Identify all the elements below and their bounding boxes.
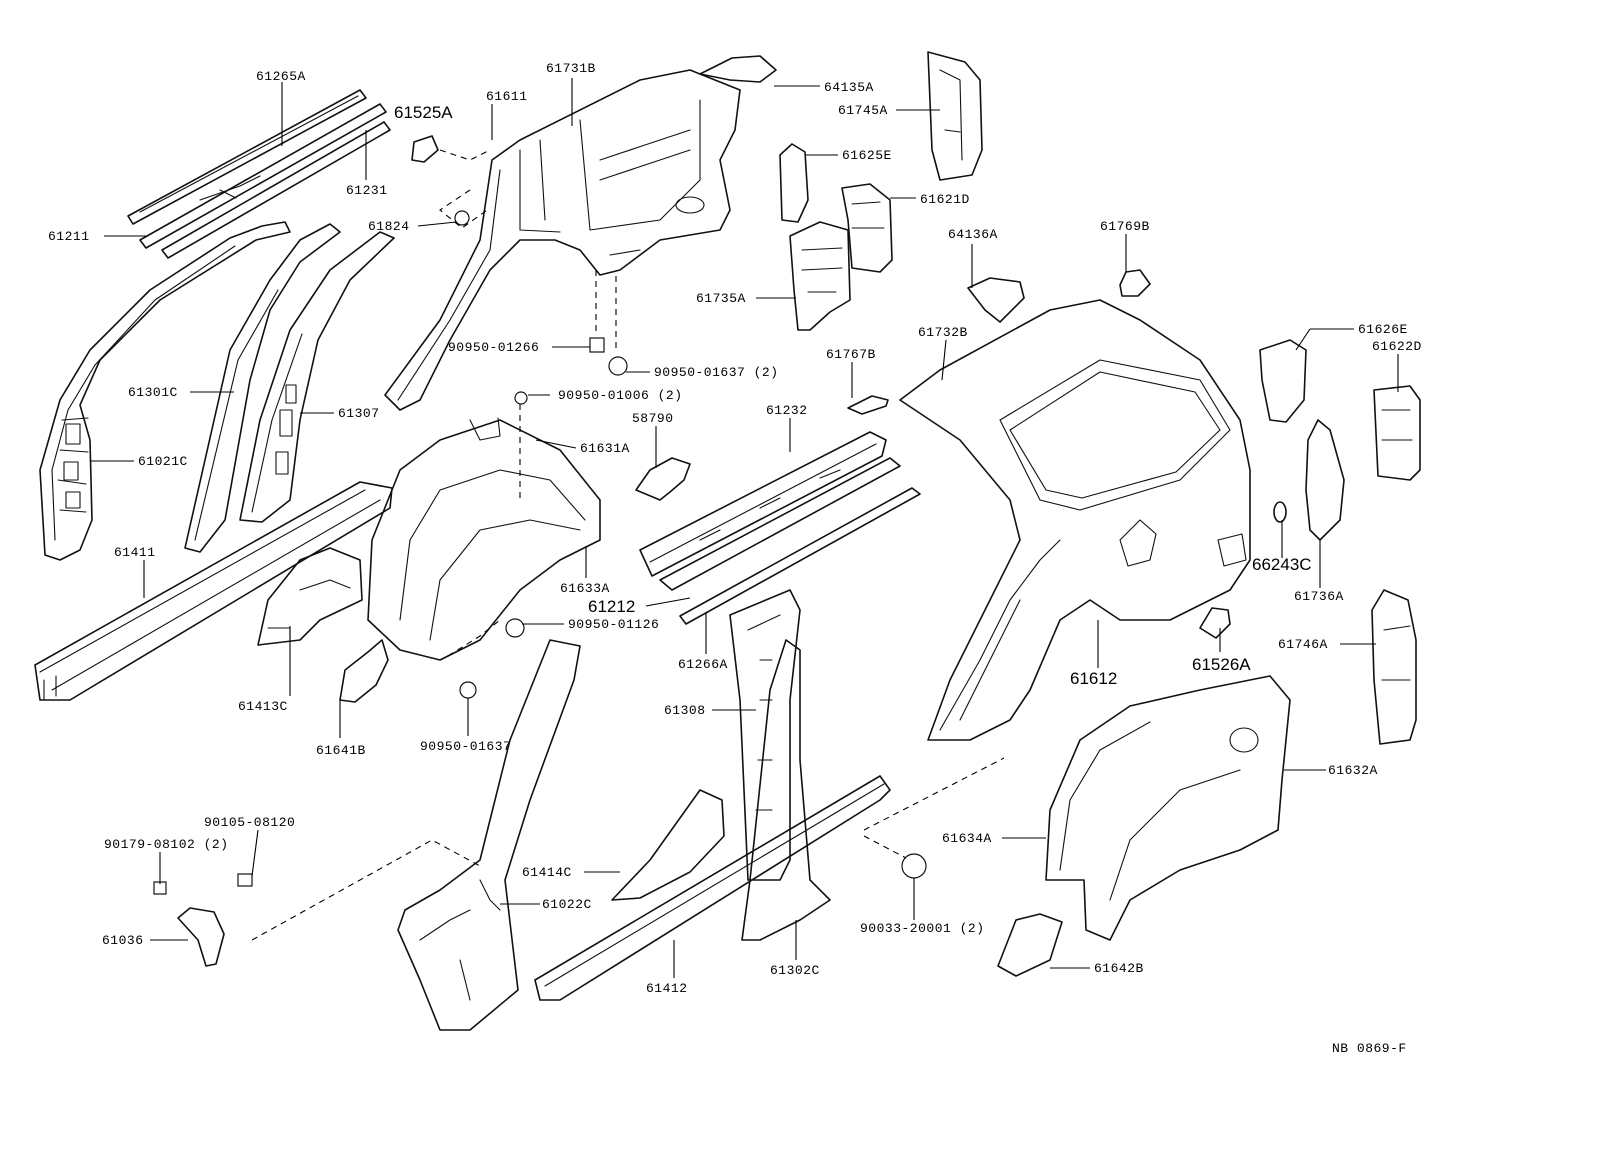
label-61302c: 61302C [770,963,820,978]
label-66243c: 66243C [1252,555,1312,574]
label-61211: 61211 [48,229,90,244]
center-pillar-lower-part [257,547,389,703]
pillar-61745a-part [927,51,983,181]
label-61767b: 61767B [826,347,876,362]
leader-lines [90,78,1399,978]
label-61232: 61232 [766,403,808,418]
quarter-panel-part [899,299,1251,741]
label-61622d: 61622D [1372,339,1422,354]
label-61732b: 61732B [918,325,968,340]
pillar-61736a-part [1305,419,1345,541]
bracket-61525a-part [411,135,439,163]
fastener-group [454,210,927,879]
label-64135a: 64135A [824,80,874,95]
label-61308: 61308 [664,703,706,718]
label-90105-08120: 90105-08120 [204,815,295,830]
quarter-inner-part [384,69,741,411]
label-61736a: 61736A [1294,589,1344,604]
roof-bow-part [639,431,921,625]
wheel-housing-front-part [367,417,601,661]
label-61631a: 61631A [580,441,630,456]
label-61632a: 61632A [1328,763,1378,778]
label-61414c: 61414C [522,865,572,880]
label-61626e: 61626E [1358,322,1408,337]
label-58790: 58790 [632,411,674,426]
label-61746a: 61746A [1278,637,1328,652]
label-61265a: 61265A [256,69,306,84]
bracket-61642b-part [997,913,1063,977]
label-61612: 61612 [1070,669,1117,688]
label-61266a: 61266A [678,657,728,672]
bracket-61526a-part [1199,607,1231,639]
label-61413c: 61413C [238,699,288,714]
label-61625e: 61625E [842,148,892,163]
label-61745a: 61745A [838,103,888,118]
center-pillar-lower-rear-part [611,789,725,901]
assembly-lines [251,149,1005,941]
bracket-61036-part [153,873,253,967]
bracket-61769b-part [1119,269,1151,297]
label-61301c: 61301C [128,385,178,400]
label-90179-08102-2: 90179-08102 (2) [104,837,229,852]
label-61231: 61231 [346,183,388,198]
rocker-panel-part [34,481,393,701]
label-64136a: 64136A [948,227,998,242]
label-61022c: 61022C [542,897,592,912]
label-90950-01266: 90950-01266 [448,340,539,355]
label-90950-01637-2: 90950-01637 (2) [654,365,779,380]
label-61641b: 61641B [316,743,366,758]
label-61621d: 61621D [920,192,970,207]
front-pillar-part [39,221,291,561]
label-90950-01006-2: 90950-01006 (2) [558,388,683,403]
bracket-64135a-part [699,55,777,83]
label-90950-01126: 90950-01126 [568,617,659,632]
label-61611: 61611 [486,89,528,104]
bracket-61767b-part [847,395,889,415]
bracket-58790-part [635,457,691,501]
a-pillar-part [184,223,395,553]
label-61735a: 61735A [696,291,746,306]
label-61525a: 61525A [394,103,453,122]
label-61021c: 61021C [138,454,188,469]
bracket-64136a-part [967,277,1025,323]
pillar-inner-group-part [779,143,893,331]
label-61036: 61036 [102,933,144,948]
label-61307: 61307 [338,406,380,421]
front-pillar-lower-part [397,639,581,1031]
wheel-housing-rear-part [1045,675,1291,941]
plug-66243c-part [1273,501,1287,523]
label-61411: 61411 [114,545,156,560]
label-61212: 61212 [588,597,635,616]
label-61731b: 61731B [546,61,596,76]
roof-rail-part [127,89,391,259]
label-61769b: 61769B [1100,219,1150,234]
rocker-rear-part [534,775,891,1001]
rear-bracket-group-part [1259,339,1421,481]
label-61412: 61412 [646,981,688,996]
label-61642b: 61642B [1094,961,1144,976]
label-90950-01637: 90950-01637 [420,739,511,754]
label-61526a: 61526A [1192,655,1251,674]
label-61634a: 61634A [942,831,992,846]
label-90033-20001-2: 90033-20001 (2) [860,921,985,936]
label-61824: 61824 [368,219,410,234]
pillar-61746a-part [1371,589,1417,745]
label-61633a: 61633A [560,581,610,596]
diagram-code: NB 0869-F [1332,1041,1407,1056]
b-pillar-part [729,589,831,941]
callout-labels: 61265A 61231 61211 61525A 61611 61731B 6… [48,61,1422,1056]
